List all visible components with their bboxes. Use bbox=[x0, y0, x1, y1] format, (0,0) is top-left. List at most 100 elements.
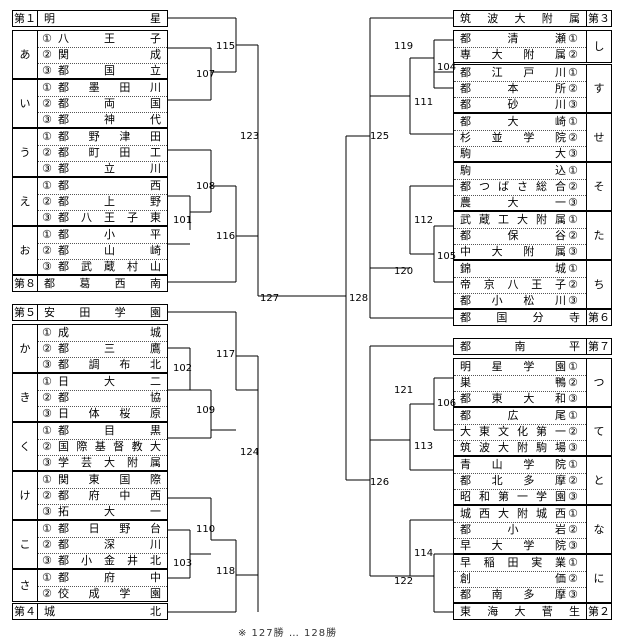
rank-mark: ③ bbox=[568, 392, 578, 405]
team-row: 杉並学院杉並学院② bbox=[454, 130, 586, 147]
school-name: 都八王子東都八王子東 bbox=[58, 211, 161, 224]
team-row: 専大附属専大附属② bbox=[454, 47, 586, 63]
group-label: そ bbox=[586, 163, 611, 210]
rank-mark: ① bbox=[568, 458, 578, 471]
match-number: 127 bbox=[260, 293, 280, 304]
match-number: 101 bbox=[173, 215, 193, 226]
rank-mark: ③ bbox=[568, 539, 578, 552]
school-name: 筑波大附駒場筑波大附駒場 bbox=[460, 441, 566, 454]
rank-mark: ② bbox=[42, 48, 52, 61]
group-box: い①都墨田川都墨田川②都両国都両国③都神代都神代 bbox=[12, 79, 168, 128]
match-number: 109 bbox=[196, 405, 216, 416]
rank-mark: ① bbox=[42, 32, 52, 45]
match-number: 107 bbox=[196, 69, 216, 80]
school-name: 都広尾都広尾 bbox=[460, 409, 566, 422]
team-row: ③都小金井北都小金井北 bbox=[38, 553, 167, 569]
school-name: 八王子八王子 bbox=[58, 32, 161, 45]
team-row: 巣鴨巣鴨② bbox=[454, 375, 586, 392]
rank-mark: ① bbox=[42, 228, 52, 241]
team-row: 都東大和都東大和③ bbox=[454, 391, 586, 407]
team-row: 都清瀬都清瀬① bbox=[454, 31, 586, 48]
match-number: 104 bbox=[437, 62, 457, 73]
school-name: 東海大菅生東海大菅生 bbox=[460, 605, 580, 618]
match-number: 102 bbox=[173, 363, 193, 374]
group-box: と青山学院青山学院①都北多摩都北多摩②昭和第一学園昭和第一学園③ bbox=[453, 456, 612, 505]
rank-mark: ① bbox=[568, 556, 578, 569]
rank-mark: ② bbox=[568, 131, 578, 144]
school-name: 都山崎都山崎 bbox=[58, 244, 161, 257]
rank-mark: ② bbox=[42, 195, 52, 208]
rank-mark: ③ bbox=[568, 294, 578, 307]
team-row: ③ 都八王子東都八王子東 bbox=[38, 210, 167, 226]
school-name: 都葛西南都葛西南 bbox=[44, 277, 161, 290]
rank-mark: ① bbox=[42, 424, 52, 437]
group-label: く bbox=[13, 423, 38, 470]
school-name: 早大学院早大学院 bbox=[460, 539, 566, 552]
school-name: 都調布北都調布北 bbox=[58, 358, 161, 371]
team-row: 創価創価② bbox=[454, 571, 586, 588]
group-box: こ①都日野台都日野台②都深川都深川③都小金井北都小金井北 bbox=[12, 520, 168, 569]
seed-label: 第８ bbox=[14, 276, 38, 291]
school-name: 国際基督教大国際基督教大 bbox=[58, 440, 161, 453]
match-number: 105 bbox=[437, 251, 457, 262]
team-row: ①日大二日大二 bbox=[38, 374, 167, 391]
rank-mark: ③ bbox=[568, 588, 578, 601]
school-name: 都町田工都町田工 bbox=[58, 146, 161, 159]
school-name: 成城成城 bbox=[58, 326, 161, 339]
match-number: 108 bbox=[196, 181, 216, 192]
group-box: く①都目黒都目黒②国際基督教大国際基督教大③学芸大附属学芸大附属 bbox=[12, 422, 168, 471]
school-name: 学芸大附属学芸大附属 bbox=[58, 456, 161, 469]
school-name: 都西都西 bbox=[58, 179, 161, 192]
group-label: な bbox=[586, 506, 611, 553]
rank-mark: ① bbox=[42, 473, 52, 486]
rank-mark: ③ bbox=[568, 98, 578, 111]
match-number: 114 bbox=[414, 548, 434, 559]
team-row: ①都西都西 bbox=[38, 178, 167, 195]
match-number: 122 bbox=[394, 576, 414, 587]
group-box: け①関東国際関東国際②都府中西都府中西③拓大一拓大一 bbox=[12, 471, 168, 520]
school-name: 日大二日大二 bbox=[58, 375, 161, 388]
group-label: と bbox=[586, 457, 611, 504]
team-row: ①関東国際関東国際 bbox=[38, 472, 167, 489]
match-number: 123 bbox=[240, 131, 260, 142]
match-number: 112 bbox=[414, 215, 434, 226]
match-number: 110 bbox=[196, 524, 216, 535]
team-row: ②都府中西都府中西 bbox=[38, 488, 167, 505]
group-label: し bbox=[586, 31, 611, 62]
match-number: 121 bbox=[394, 385, 414, 396]
school-name: 佼成学園佼成学園 bbox=[58, 587, 161, 600]
school-name: 昭和第一学園昭和第一学園 bbox=[460, 490, 566, 503]
school-name: 武蔵工大附属武蔵工大附属 bbox=[460, 213, 566, 226]
match-number: 128 bbox=[349, 293, 369, 304]
group-box: う①都野津田都野津田②都町田工都町田工③都立川都立川 bbox=[12, 128, 168, 177]
group-box: せ都大崎都大崎①杉並学院杉並学院②駒大駒大③ bbox=[453, 113, 612, 162]
seed-team-box: 第３筑波大附属筑波大附属 bbox=[453, 10, 612, 27]
school-name: 都両国都両国 bbox=[58, 97, 161, 110]
team-row: 都小松川都小松川③ bbox=[454, 293, 586, 309]
rank-mark: ② bbox=[42, 97, 52, 110]
seed-label: 第４ bbox=[14, 604, 38, 619]
school-name: 都日野台都日野台 bbox=[58, 522, 161, 535]
seed-label: 第５ bbox=[14, 305, 38, 320]
school-name: 都武蔵村山都武蔵村山 bbox=[58, 260, 161, 273]
school-name: 都府中西都府中西 bbox=[58, 489, 161, 502]
rank-mark: ① bbox=[42, 326, 52, 339]
school-name: 都つばさ総合都つばさ総合 bbox=[460, 180, 566, 193]
team-row: 早稲田実業早稲田実業① bbox=[454, 555, 586, 572]
rank-mark: ① bbox=[42, 571, 52, 584]
team-row: ①都墨田川都墨田川 bbox=[38, 80, 167, 97]
team-row: ③都調布北都調布北 bbox=[38, 357, 167, 373]
group-box: な城西大附城西城西大附城西①都小岩都小岩②早大学院早大学院③ bbox=[453, 505, 612, 554]
group-box: し都清瀬都清瀬①専大附属専大附属② bbox=[453, 30, 612, 63]
rank-mark: ③ bbox=[42, 260, 52, 273]
rank-mark: ③ bbox=[42, 211, 52, 224]
match-number: 116 bbox=[216, 231, 236, 242]
group-box: お①都小平都小平②都山崎都山崎③都武蔵村山都武蔵村山 bbox=[12, 226, 168, 275]
school-name: 都小岩都小岩 bbox=[460, 523, 566, 536]
school-name: 都砂川都砂川 bbox=[460, 98, 566, 111]
group-box: さ①都府中都府中②佼成学園佼成学園 bbox=[12, 569, 168, 602]
rank-mark: ③ bbox=[42, 64, 52, 77]
team-row: 都小岩都小岩② bbox=[454, 522, 586, 539]
group-label: ち bbox=[586, 261, 611, 308]
match-number: 119 bbox=[394, 41, 414, 52]
